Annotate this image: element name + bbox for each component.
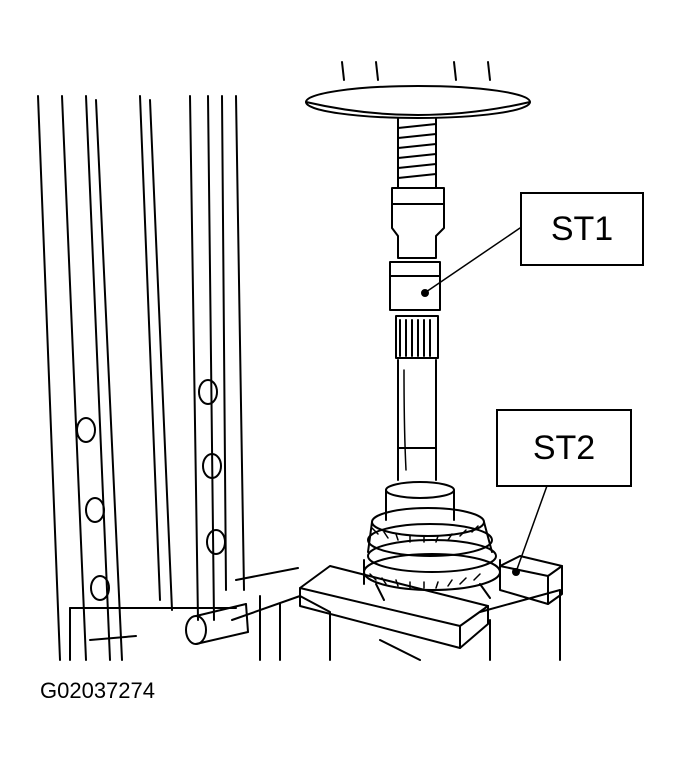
press-ram <box>305 61 531 189</box>
press-frame <box>37 95 245 661</box>
callout-st2-label: ST2 <box>496 409 632 487</box>
press-bed <box>69 567 561 661</box>
gear-stack <box>363 481 501 601</box>
st2-blocks <box>299 555 563 649</box>
shaft-assembly <box>389 187 445 481</box>
figure-id: G02037274 <box>40 678 155 703</box>
leader-lines <box>425 227 549 573</box>
callout-st1-label: ST1 <box>520 192 644 266</box>
